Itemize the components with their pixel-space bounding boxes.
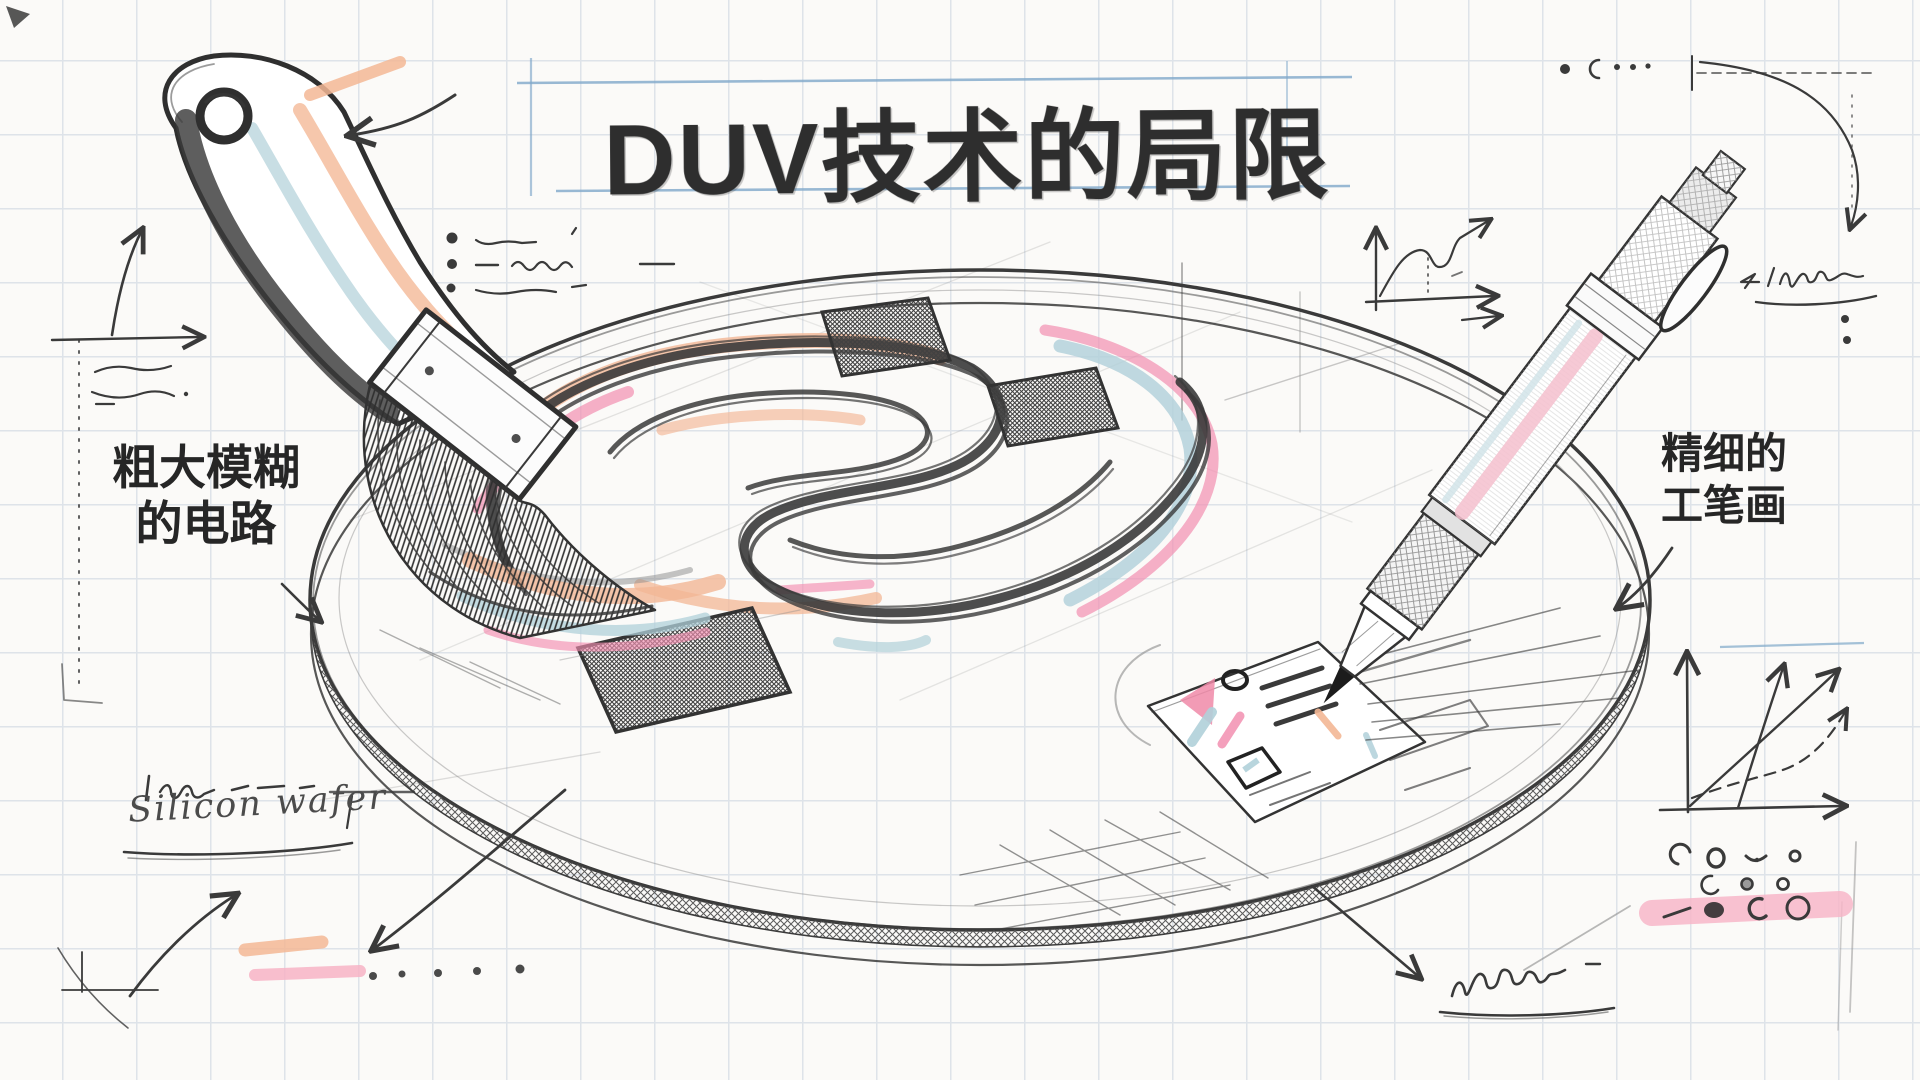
corner-mini-axis (57, 947, 159, 1029)
bullet-list-doodle (446, 226, 676, 295)
fine-circuit-chip (1114, 607, 1641, 824)
label-fine-line2: 工笔画 (1660, 482, 1787, 529)
trace-pencil-strokes (485, 335, 1211, 624)
mini-chart-top (1366, 221, 1498, 320)
corner-mark (6, 6, 30, 28)
label-coarse-line1: 粗大模糊 (112, 441, 300, 494)
doodle-symbols (1639, 842, 1853, 926)
arrow-to-brush (352, 93, 457, 135)
mini-chart-bottom-right (1658, 641, 1865, 812)
brush-hang-hole (195, 87, 253, 145)
hatched-pad (986, 366, 1121, 448)
pen-clip (1659, 244, 1729, 333)
chip-board (1146, 640, 1427, 824)
long-down-left-arrow (375, 788, 567, 948)
label-coarse-line2: 的电路 (135, 497, 277, 550)
brush-ferrule (367, 307, 579, 502)
wafer-rim-hatch (309, 599, 1651, 948)
bristle-strokes (377, 399, 654, 617)
dot-row (369, 964, 525, 980)
coarse-circuit-trace (472, 296, 1219, 735)
curved-up-arrow (110, 232, 141, 337)
handwritten-note-scribble (1438, 962, 1616, 1020)
arrow-to-chip (1620, 546, 1674, 606)
pen-needle (1323, 665, 1355, 704)
up-right-arrow (128, 896, 234, 998)
label-coarse-circuit: 粗大模糊 的电路 (84, 440, 328, 552)
label-fine-line1: 精细的 (1660, 430, 1787, 477)
right-arrow (50, 337, 200, 340)
annotation-sketches (6, 6, 1878, 1029)
label-fine-painting: 精细的 工笔画 (1638, 428, 1810, 532)
hatched-pad (820, 296, 953, 378)
fine-liner-pen (1323, 149, 1747, 704)
page-title: DUV技术的局限 (603, 99, 1332, 217)
top-right-scribble (1739, 266, 1878, 306)
paint-brush (162, 52, 726, 705)
wafer-caption-scribble (122, 774, 416, 861)
small-arrow-down-right (280, 582, 318, 619)
arrow-to-note (1310, 884, 1418, 976)
top-right-dots (1560, 58, 1851, 344)
silicon-wafer (308, 268, 1652, 967)
title-rules (516, 58, 1353, 196)
wafer-surface-grid (959, 811, 1269, 931)
top-right-curved-arrow (1691, 55, 1873, 226)
